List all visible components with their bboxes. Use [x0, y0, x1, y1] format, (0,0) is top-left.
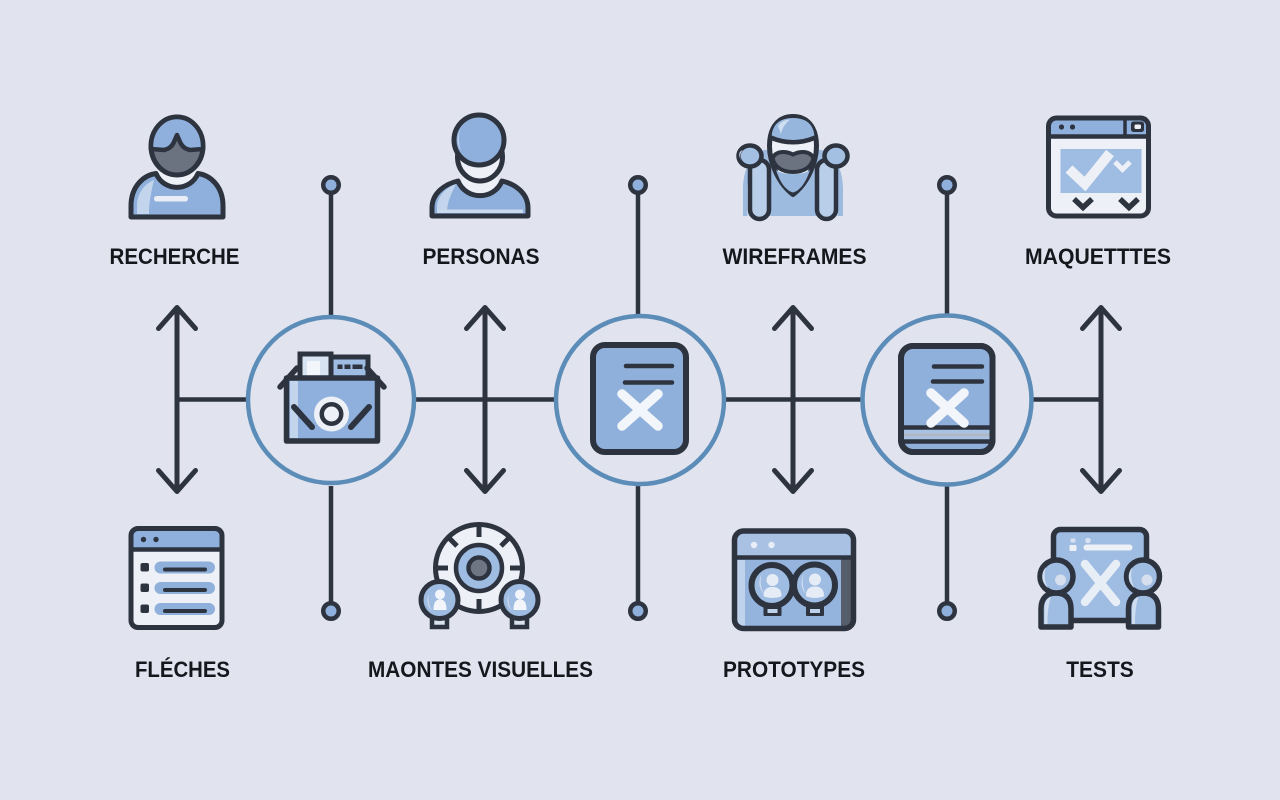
svg-text:PERSONAS: PERSONAS	[423, 244, 540, 269]
svg-text:RECHERCHE: RECHERCHE	[110, 244, 240, 269]
svg-text:WIREFRAMES: WIREFRAMES	[723, 244, 867, 269]
svg-text:PROTOTYPES: PROTOTYPES	[723, 657, 865, 682]
svg-text:MAONTES VISUELLES: MAONTES VISUELLES	[368, 657, 593, 682]
svg-text:MAQUETTTES: MAQUETTTES	[1025, 244, 1171, 269]
svg-text:FLÉCHES: FLÉCHES	[135, 657, 230, 682]
svg-text:TESTS: TESTS	[1066, 657, 1134, 682]
